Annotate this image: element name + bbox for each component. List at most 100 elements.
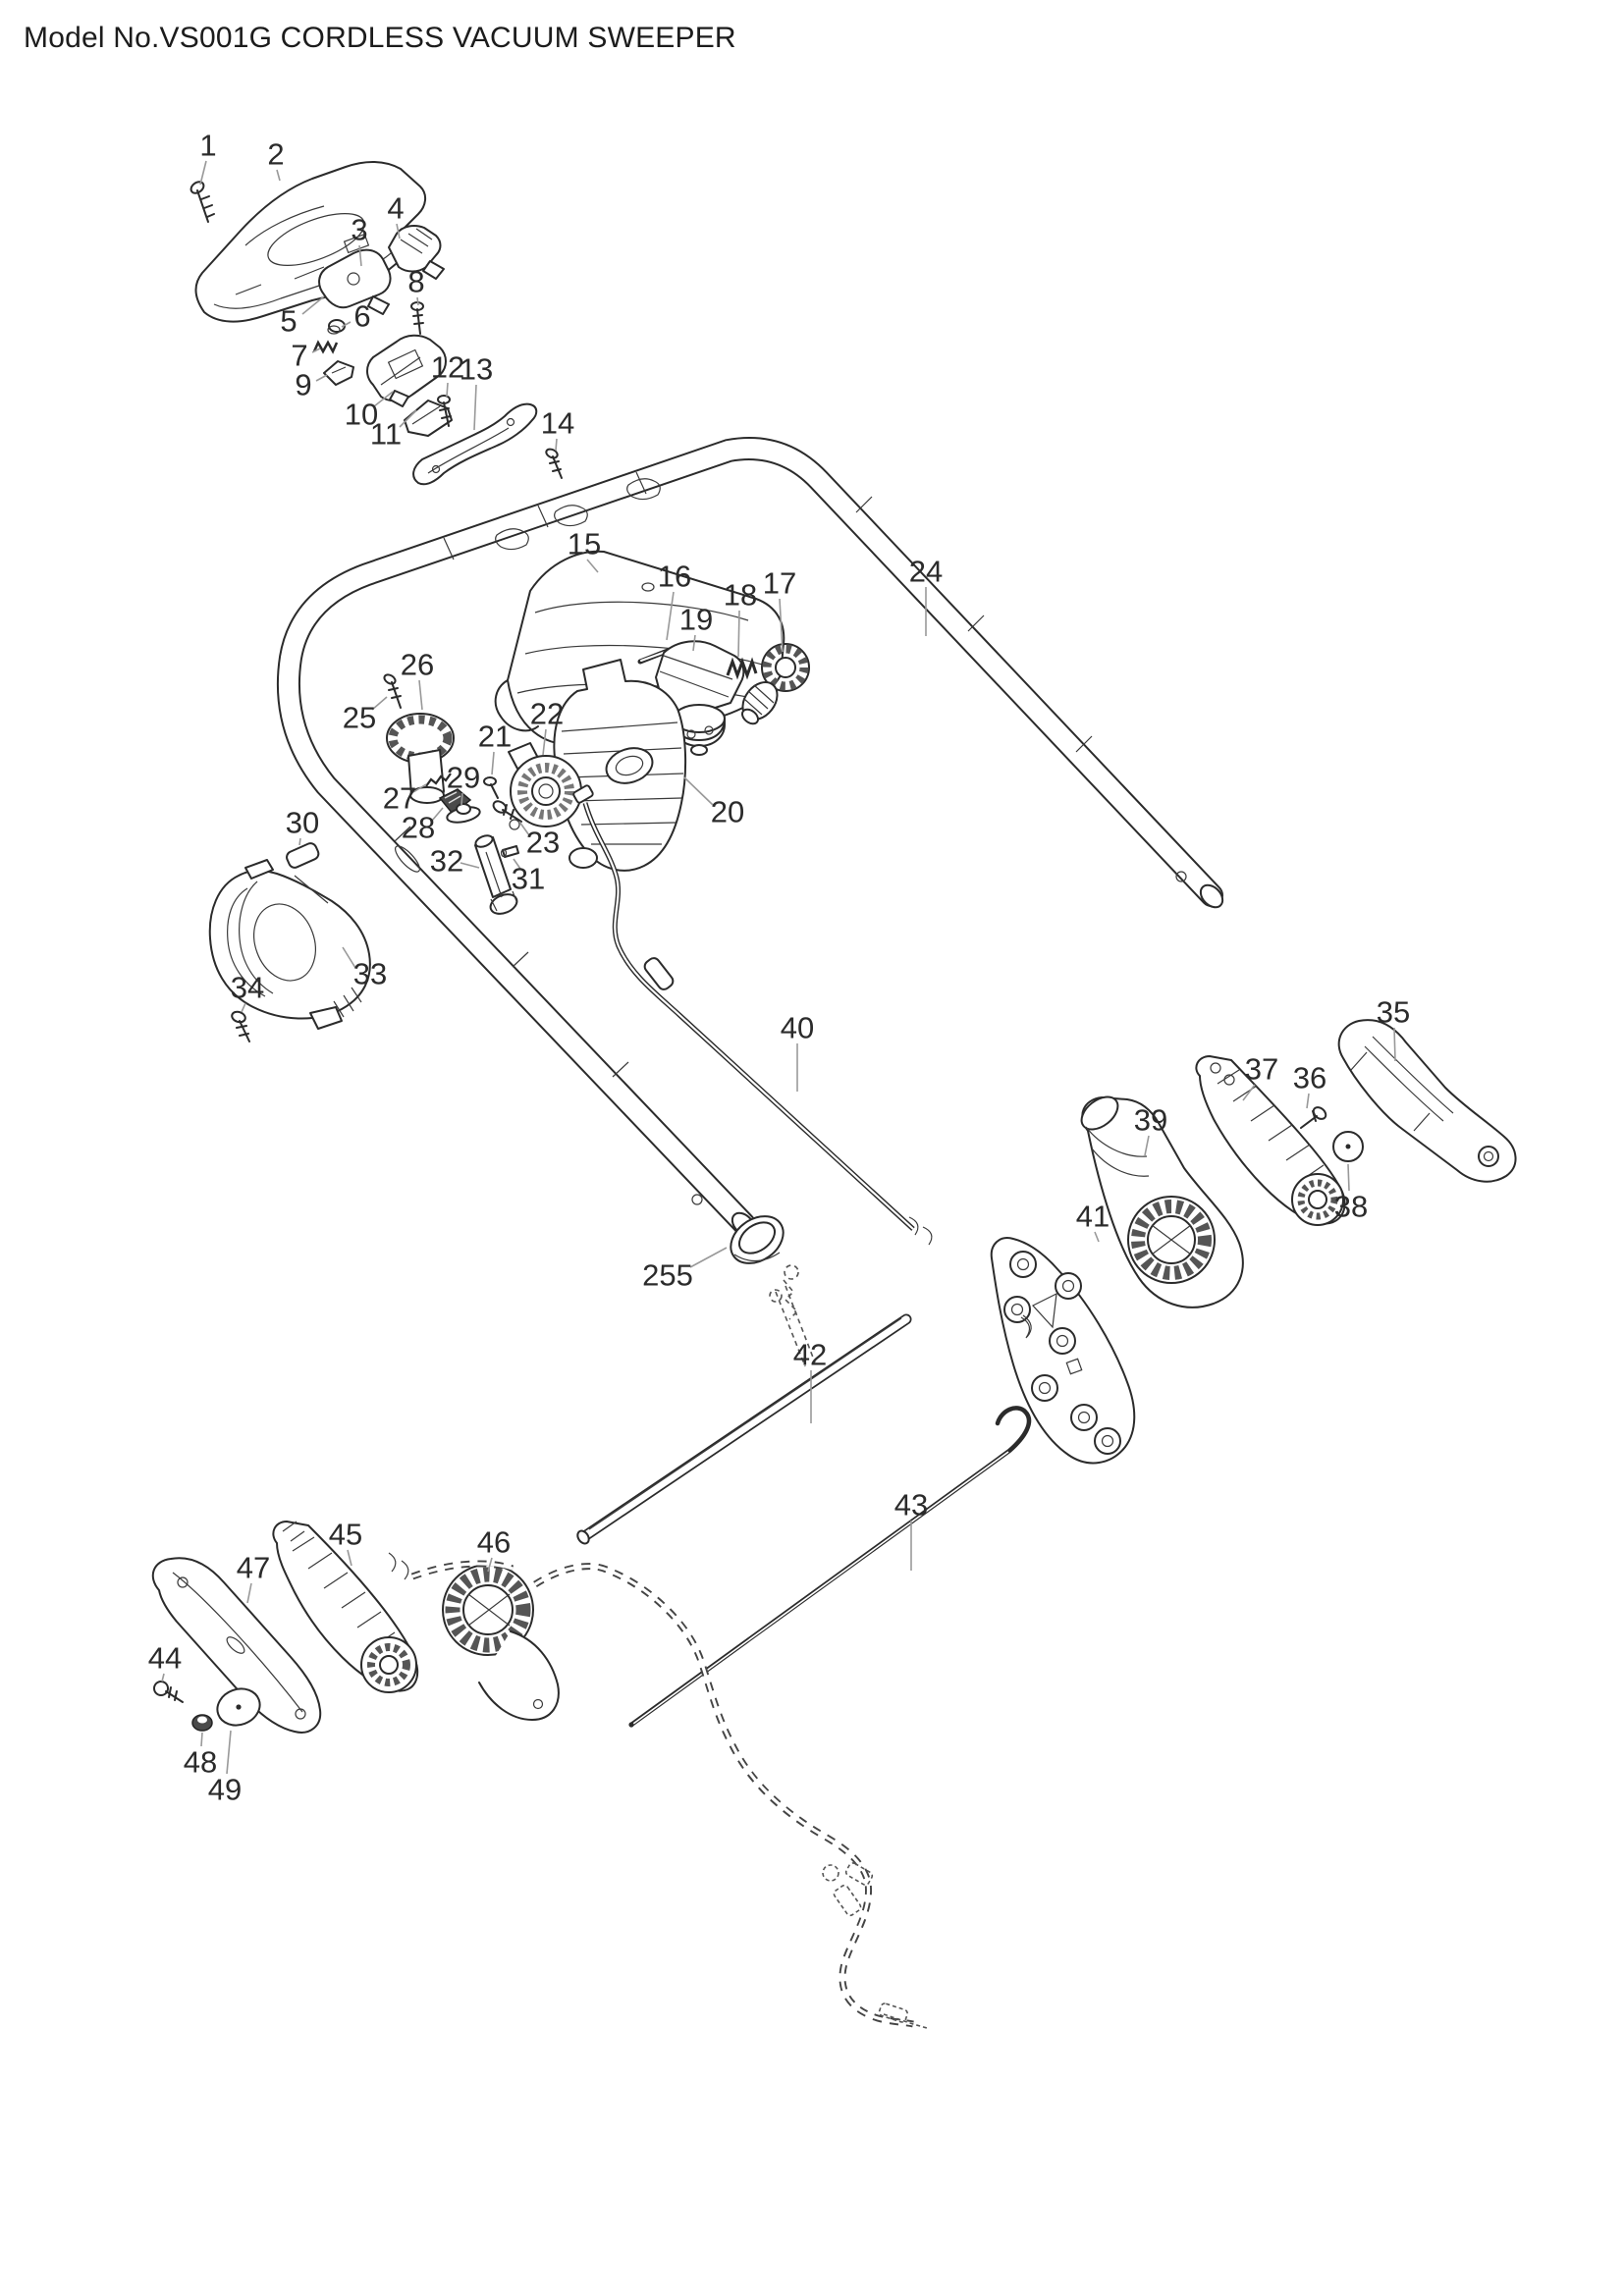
part-24-drawing-handle-pipe — [276, 437, 1224, 1237]
part-9-drawing-clip — [323, 360, 354, 386]
part-label-11: 11 — [370, 417, 402, 452]
leader-line-37 — [1242, 1084, 1256, 1101]
leader-line-15 — [586, 559, 599, 573]
leader-line-32 — [460, 862, 480, 869]
part-label-18: 18 — [724, 578, 757, 613]
part-label-7: 7 — [291, 339, 307, 373]
part-37-drawing-frame-plate — [1195, 1055, 1346, 1226]
part-45-drawing-frame-plate — [272, 1521, 419, 1693]
part-2-drawing-handle-housing — [194, 161, 426, 323]
part-label-34: 34 — [231, 971, 264, 1005]
leader-line-17 — [779, 598, 784, 653]
part-label-10: 10 — [345, 398, 378, 432]
part-43-drawing-rod — [628, 1406, 1032, 1728]
leader-line-31 — [513, 858, 521, 870]
part-36-drawing-screw — [1300, 1106, 1327, 1129]
leader-line-36 — [1306, 1093, 1310, 1109]
part-label-24: 24 — [909, 555, 943, 589]
part-label-43: 43 — [894, 1488, 928, 1522]
part-label-17: 17 — [763, 566, 796, 601]
part-label-26: 26 — [401, 648, 434, 682]
part-label-38: 38 — [1334, 1190, 1368, 1224]
leader-line-44 — [161, 1673, 165, 1682]
part-label-40: 40 — [781, 1011, 814, 1045]
part-35-drawing-handle-bracket — [1337, 1019, 1517, 1183]
leader-line-45 — [347, 1549, 352, 1567]
part-label-39: 39 — [1134, 1103, 1167, 1138]
leader-line-47 — [246, 1582, 252, 1604]
part-label-8: 8 — [407, 265, 424, 299]
part-17-drawing-knob — [741, 643, 810, 725]
leader-line-20 — [683, 776, 714, 806]
leader-line-39 — [1144, 1135, 1150, 1156]
part-label-20: 20 — [711, 795, 744, 829]
part-8-drawing-screw — [410, 301, 424, 335]
leader-line-3 — [358, 244, 362, 267]
part-label-19: 19 — [679, 603, 713, 637]
part-39-drawing-gear-housing — [1080, 1095, 1244, 1308]
leader-line-13 — [473, 384, 477, 431]
leader-line-38 — [1347, 1163, 1350, 1192]
leader-line-6 — [341, 321, 352, 328]
part-21-drawing-screw — [483, 776, 499, 799]
leader-line-33 — [342, 946, 356, 969]
part-42-drawing-pipe — [576, 1313, 912, 1545]
part-label-255: 255 — [642, 1258, 693, 1293]
part-38-drawing-washer — [1332, 1131, 1364, 1162]
part-label-1: 1 — [199, 129, 216, 163]
part-label-28: 28 — [402, 811, 435, 845]
part-label-22: 22 — [530, 697, 564, 731]
part-label-37: 37 — [1245, 1052, 1278, 1087]
part-label-25: 25 — [343, 701, 376, 735]
part-18-drawing-spring — [726, 657, 758, 680]
part-26-drawing-knob — [386, 713, 455, 804]
leader-line-19 — [692, 634, 696, 652]
part-10-drawing-switch-housing — [366, 334, 447, 407]
part-44-drawing-screw — [153, 1681, 184, 1703]
leader-line-2 — [276, 169, 281, 182]
leader-line-29 — [460, 792, 463, 806]
part-label-2: 2 — [267, 137, 284, 172]
leader-line-1 — [199, 160, 207, 186]
part-label-46: 46 — [477, 1525, 511, 1560]
part-label-32: 32 — [430, 844, 463, 879]
leader-line-21 — [491, 751, 495, 775]
part-label-42: 42 — [793, 1338, 827, 1372]
part-30-drawing-pad — [286, 842, 320, 869]
leader-line-27 — [412, 783, 427, 793]
part-label-23: 23 — [526, 826, 560, 860]
leader-line-26 — [418, 679, 423, 711]
part-label-21: 21 — [478, 720, 512, 754]
part-255-drawing-collar — [730, 1215, 785, 1264]
leader-line-30 — [298, 837, 301, 846]
part-4-drawing-switch-block — [388, 225, 445, 280]
part-label-16: 16 — [658, 560, 691, 594]
part-label-14: 14 — [541, 406, 574, 441]
leader-line-5 — [301, 295, 325, 315]
part-41-drawing-roller-plate — [990, 1237, 1136, 1465]
leader-line-25 — [371, 696, 388, 711]
part-25-drawing-screw — [383, 673, 402, 709]
dashed-hardware-sketch — [769, 1264, 816, 1367]
leader-line-14 — [555, 438, 558, 452]
part-label-27: 27 — [383, 781, 416, 816]
part-12-drawing-screw — [437, 395, 452, 427]
leader-line-9 — [315, 374, 328, 382]
part-label-13: 13 — [460, 352, 493, 387]
part-label-33: 33 — [353, 957, 387, 991]
part-40-drawing-cable — [572, 784, 933, 1246]
part-49-drawing-washer — [216, 1687, 261, 1727]
part-33-drawing-cover — [208, 859, 371, 1030]
part-label-31: 31 — [512, 862, 545, 896]
leader-line-46 — [487, 1557, 493, 1573]
part-22-drawing-fan — [508, 742, 582, 830]
part-14-drawing-screw — [545, 448, 563, 479]
part-label-5: 5 — [280, 304, 297, 339]
part-46-drawing-bevel-gear — [442, 1564, 560, 1721]
part-label-48: 48 — [184, 1745, 217, 1780]
leader-line-255 — [689, 1247, 728, 1268]
leader-line-18 — [737, 610, 740, 658]
